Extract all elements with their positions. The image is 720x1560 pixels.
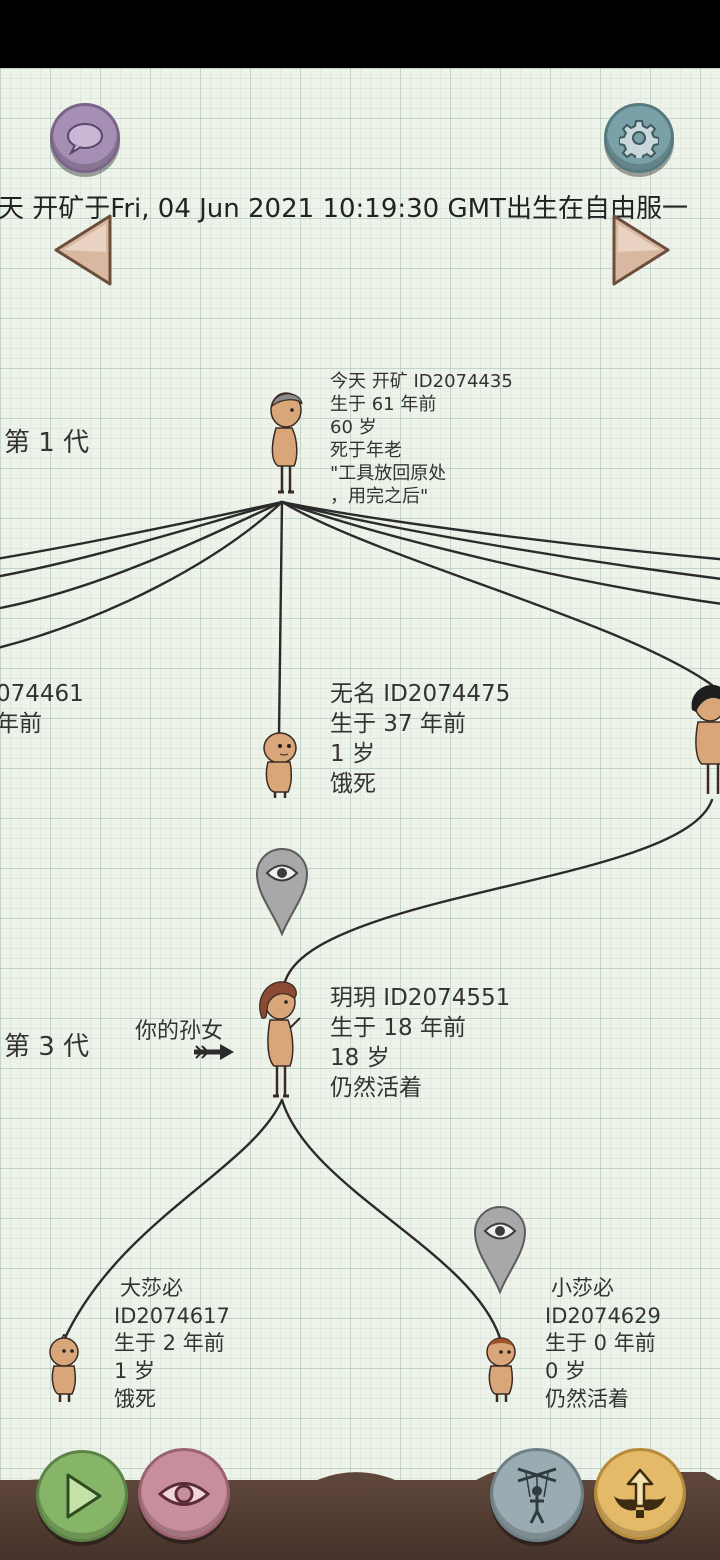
eye-pin-icon[interactable] — [473, 1204, 527, 1294]
elder-info-line: 今天 开矿 ID2074435 — [330, 371, 513, 392]
great-grandchild-right-info: 小莎必 ID2074629 生于 0 年前 0 岁 仍然活着 — [545, 1275, 661, 1414]
elder-info-line: ，用完之后" — [330, 486, 429, 508]
generation-3-label: 第 3 代 — [4, 1032, 90, 1062]
lineage-headline: 天 开矿于Fri, 04 Jun 2021 10:19:30 GMT出生在自由服… — [0, 194, 688, 224]
great-grandchild-right-figure[interactable] — [480, 1334, 522, 1406]
granddaughter-info: 玥玥 ID2074551 生于 18 年前 18 岁 仍然活着 — [330, 984, 510, 1104]
elder-person-figure[interactable] — [262, 388, 308, 498]
middle-child-info-line: 生于 37 年前 — [330, 710, 466, 737]
middle-child-info-line: 无名 ID2074475 — [330, 681, 511, 707]
great-grandchild-right-info-line: 0 岁 — [545, 1359, 587, 1384]
great-grandchild-left-info-line: 饿死 — [114, 1386, 156, 1411]
great-grandchild-left-info-line: ID2074617 — [114, 1303, 230, 1328]
granddaughter-info-line: 生于 18 年前 — [330, 1014, 466, 1041]
graph-paper-background — [0, 68, 720, 1560]
play-button[interactable] — [36, 1450, 128, 1542]
eye-icon — [157, 1482, 211, 1506]
puppet-button[interactable] — [490, 1448, 584, 1542]
generation-1-label: 第 1 代 — [4, 428, 90, 458]
pointer-arrow-icon — [194, 1044, 234, 1060]
eye-button[interactable] — [138, 1448, 230, 1540]
great-grandchild-left-info: 大莎必 ID2074617 生于 2 年前 1 岁 饿死 — [114, 1275, 230, 1414]
chat-bubble-icon — [67, 123, 103, 155]
puppet-icon — [517, 1467, 557, 1524]
elder-info-line: 生于 61 年前 — [330, 394, 437, 416]
great-grandchild-right-info-line: 小莎必 — [551, 1276, 614, 1300]
middle-child-info-line: 饿死 — [330, 770, 376, 797]
play-icon — [66, 1473, 102, 1519]
ascend-button[interactable] — [594, 1448, 686, 1540]
great-grandchild-left-info-line: 1 岁 — [114, 1359, 156, 1384]
left-child-info: 074461 年前 — [0, 680, 84, 740]
great-grandchild-right-info-line: 生于 0 年前 — [545, 1331, 656, 1356]
elder-info-line: "工具放回原处 — [330, 463, 447, 485]
great-grandchild-left-info-line: 大莎必 — [120, 1276, 183, 1300]
great-grandchild-right-info-line: 仍然活着 — [545, 1386, 629, 1411]
left-child-info-line: 年前 — [0, 710, 42, 737]
great-grandchild-left-info-line: 生于 2 年前 — [114, 1331, 225, 1356]
granddaughter-figure[interactable] — [254, 978, 306, 1102]
elder-info-line: 60 岁 — [330, 417, 377, 439]
baby-figure[interactable] — [258, 728, 302, 802]
arrow-left-icon[interactable] — [50, 212, 114, 288]
elder-info-line: 死于年老 — [330, 440, 402, 462]
chat-button[interactable] — [50, 103, 120, 173]
middle-child-info: 无名 ID2074475 生于 37 年前 1 岁 饿死 — [330, 680, 510, 800]
middle-child-info-line: 1 岁 — [330, 740, 375, 767]
eye-pin-icon[interactable] — [255, 846, 309, 936]
relation-label: 你的孙女 — [135, 1019, 224, 1044]
dark-hair-person-figure[interactable] — [684, 680, 720, 800]
great-grandchild-left-figure[interactable] — [44, 1334, 84, 1406]
granddaughter-info-line: 18 岁 — [330, 1044, 390, 1071]
arrow-right-icon[interactable] — [610, 212, 674, 288]
granddaughter-info-line: 仍然活着 — [330, 1074, 422, 1101]
winged-arrow-icon — [614, 1468, 666, 1518]
granddaughter-info-line: 玥玥 ID2074551 — [330, 985, 511, 1011]
settings-button[interactable] — [604, 103, 674, 173]
top-black-bar — [0, 0, 720, 68]
gear-icon — [619, 120, 659, 158]
great-grandchild-right-info-line: ID2074629 — [545, 1303, 661, 1328]
elder-info: 今天 开矿 ID2074435 生于 61 年前 60 岁 死于年老 "工具放回… — [330, 370, 513, 508]
left-child-info-line: 074461 — [0, 681, 84, 707]
